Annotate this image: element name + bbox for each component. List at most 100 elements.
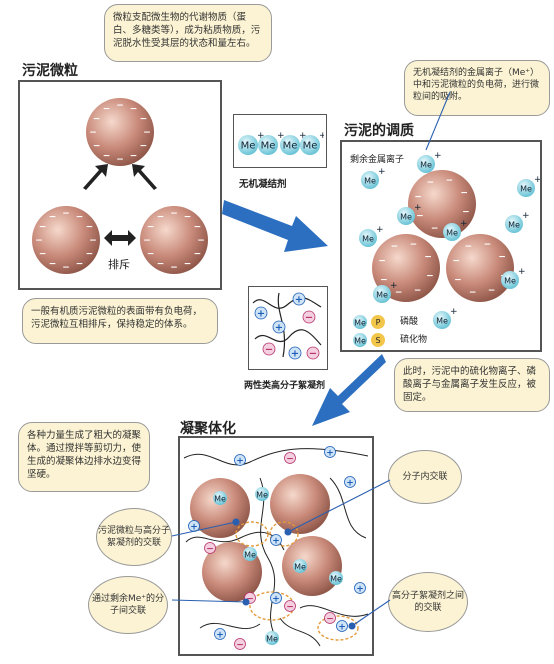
inorganic-coagulant-box: Me+Me+Me+Me+: [233, 114, 327, 168]
positive-charge: [292, 292, 306, 306]
me-ion-label: Me: [446, 229, 458, 238]
me-ion-label: Me: [354, 319, 366, 328]
negative-charge: −: [76, 213, 84, 223]
svg-text:−: −: [206, 545, 214, 555]
me-ion: [501, 271, 519, 289]
me-ion-label: Me: [362, 235, 374, 244]
negative-charge: −: [197, 236, 205, 246]
me-ion: [243, 547, 257, 561]
me-ion-label: Me: [436, 317, 448, 326]
svg-text:−: −: [305, 313, 313, 324]
negative-charge: −: [86, 223, 94, 233]
floc-note-text: 各种力量生成了粗大的凝聚体。通过搅拌等剪切力，使生成的凝聚体边排水边变得坚硬。: [27, 430, 142, 480]
negative-charge: −: [76, 259, 84, 269]
negative-charge: −: [170, 263, 178, 273]
svg-text:−: −: [265, 345, 273, 356]
arrow-to-flocculation: [312, 354, 386, 426]
right-mid-note-bubble: 此时，污泥中的硫化物离子、磷酸离子与金属离子发生反应，被固定。: [394, 358, 550, 412]
repel-label: 排斥: [108, 258, 130, 271]
svg-text:−: −: [286, 603, 294, 613]
svg-text:−: −: [380, 276, 388, 286]
svg-text:−: −: [431, 224, 439, 234]
cond-particle-right: [446, 234, 514, 302]
svg-text:−: −: [484, 240, 492, 250]
svg-text:−: −: [427, 178, 435, 188]
ion-charge: +: [518, 267, 526, 277]
ion-charge: +: [378, 167, 386, 177]
svg-text:+: +: [291, 349, 299, 360]
negative-charge: −: [140, 115, 148, 125]
me-ion-label: Me: [256, 491, 268, 500]
svg-text:−: −: [410, 240, 418, 250]
positive-charge: [272, 320, 286, 334]
arrow-to-conditioning: [222, 200, 328, 252]
negative-charge: −: [130, 105, 138, 115]
negative-charge: −: [147, 223, 155, 233]
me-ion: [353, 333, 367, 347]
me-ion-label: Me: [364, 177, 376, 186]
ion-charge: +: [319, 131, 324, 141]
negative-charge: −: [170, 209, 178, 219]
me-ion: [443, 223, 461, 241]
particle-right: [140, 206, 208, 274]
negative-charge: −: [93, 142, 101, 152]
negative-charge: −: [49, 213, 57, 223]
svg-text:−: −: [424, 252, 432, 262]
ion-charge: +: [450, 307, 458, 317]
me-ion-label: Me: [330, 575, 342, 584]
negative-charge: −: [103, 151, 111, 161]
negative-charge: −: [143, 236, 151, 246]
negative-charge: [262, 342, 276, 356]
ion-charge: +: [414, 203, 422, 213]
me-ion-label: Me: [420, 161, 432, 170]
ion-charge: +: [534, 175, 540, 185]
polymer-box: ++−−+−+: [248, 286, 328, 370]
cond-particle-top: [408, 170, 476, 238]
top-note-text: 微粒支配微生物的代谢物质（蛋白、多糖类等），成为粘质物质，污泥脱水性受其层的状态…: [113, 12, 261, 49]
svg-text:−: −: [488, 286, 496, 296]
svg-text:S: S: [375, 336, 380, 345]
me-ion: [517, 179, 535, 197]
svg-text:−: −: [446, 176, 454, 186]
me-ion: [213, 491, 227, 505]
svg-text:+: +: [190, 523, 198, 533]
right-top-note-text: 无机凝结剂的金属离子（Me⁺）中和污泥微粒的负电荷，进行微粒间的吸附。: [413, 68, 540, 102]
ion-charge: +: [522, 211, 530, 221]
svg-text:+: +: [338, 623, 346, 633]
svg-text:P: P: [376, 318, 381, 327]
me-ion: [300, 135, 320, 155]
right-top-note-bubble: 无机凝结剂的金属离子（Me⁺）中和污泥微粒的负电荷，进行微粒间的吸附。: [404, 60, 550, 116]
me-ion: [258, 135, 278, 155]
svg-text:−: −: [416, 212, 424, 222]
svg-text:−: −: [378, 257, 386, 267]
conditioning-title: 污泥的调质: [344, 123, 414, 139]
polymer-svg: ++−−+−+: [252, 292, 322, 360]
cond-particle-left: [372, 234, 440, 302]
negative-charge: −: [35, 236, 43, 246]
svg-text:+: +: [326, 449, 334, 459]
callout-polymer-polymer: 高分子絮凝剂之间的交联: [388, 572, 468, 632]
negative-charge: −: [39, 250, 47, 260]
ion-charge: +: [277, 131, 285, 141]
svg-text:+: +: [272, 537, 280, 547]
negative-charge: −: [116, 155, 124, 165]
negative-charge: −: [140, 142, 148, 152]
svg-text:+: +: [257, 309, 265, 320]
svg-text:+: +: [275, 323, 283, 334]
svg-text:−: −: [309, 349, 317, 360]
negative-charge: −: [86, 250, 94, 260]
negative-charge: −: [143, 128, 151, 138]
me-ion: [329, 571, 343, 585]
me-ion: [361, 171, 379, 189]
positive-charge: [288, 346, 302, 360]
negative-charge: −: [89, 236, 97, 246]
me-ion: [359, 229, 377, 247]
negative-charge: −: [184, 259, 192, 269]
negative-charge: −: [62, 263, 70, 273]
negative-charge: −: [39, 223, 47, 233]
me-ion-label: Me: [261, 141, 276, 152]
floc-note-bubble: 各种力量生成了粗大的凝聚体。通过搅拌等剪切力，使生成的凝聚体边排水边变得坚硬。: [18, 422, 150, 492]
negative-charge: −: [184, 213, 192, 223]
svg-text:−: −: [452, 257, 460, 267]
svg-text:+: +: [356, 585, 364, 595]
